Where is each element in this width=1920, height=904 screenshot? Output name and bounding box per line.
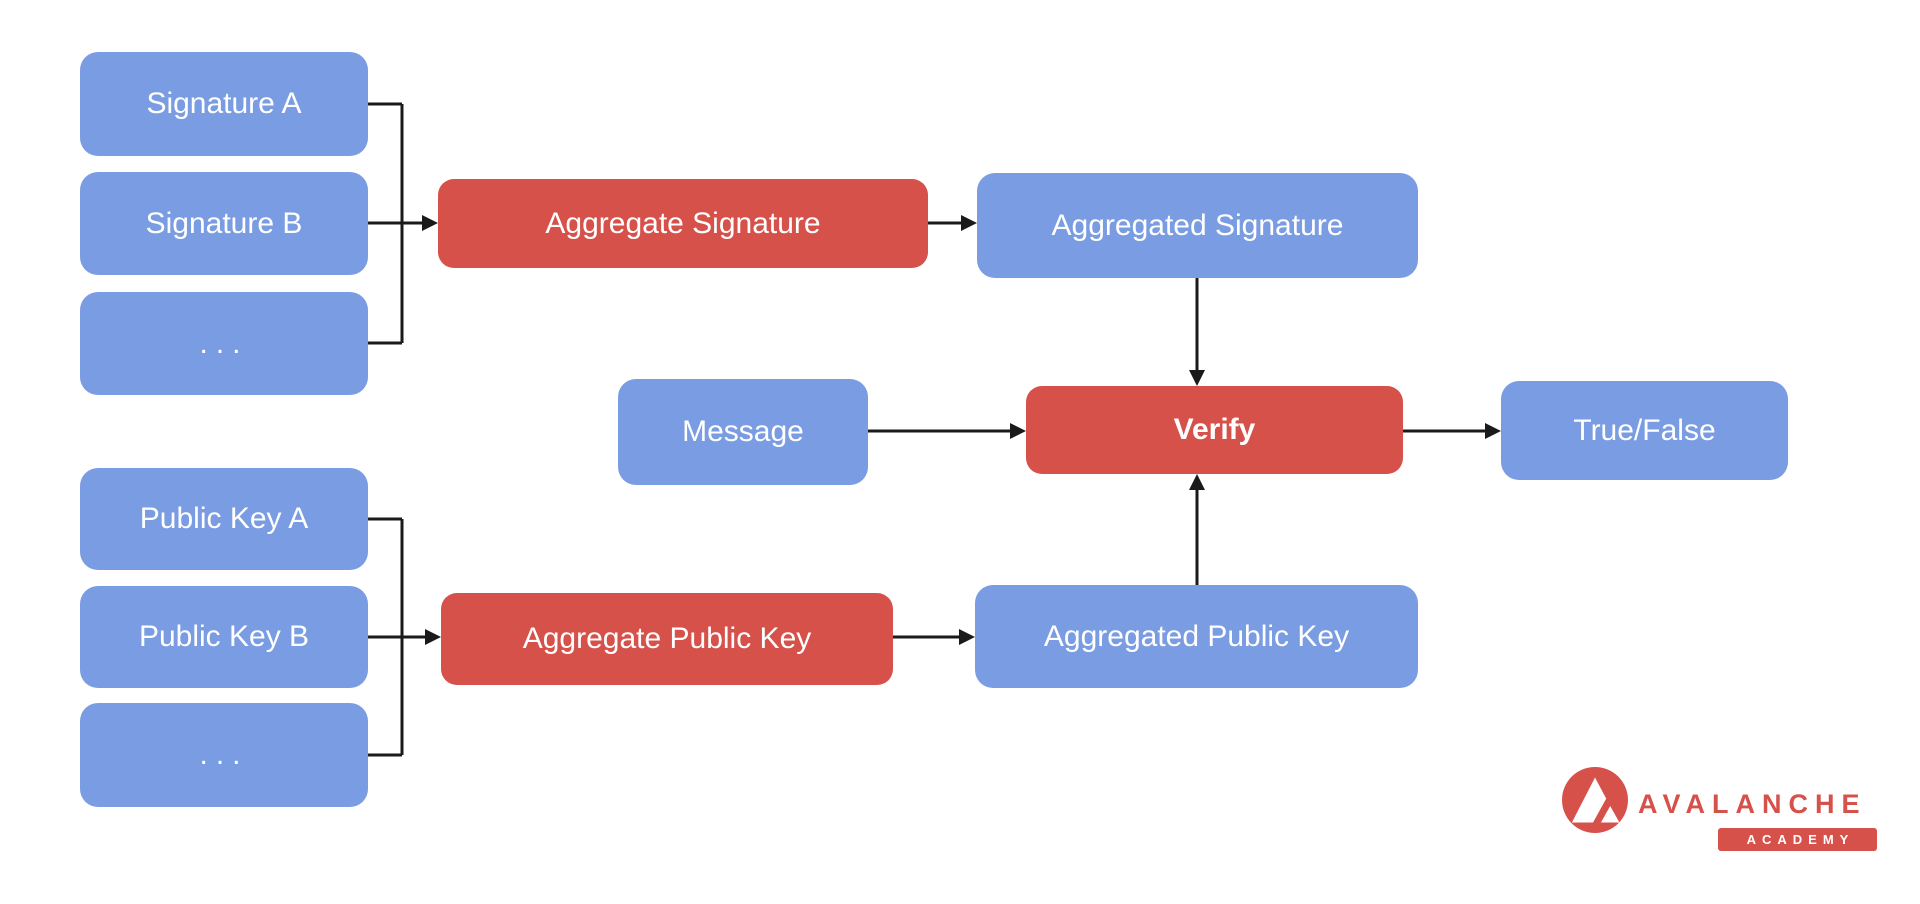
edge-aggregate-publickey-to-aggregated-publickey	[893, 629, 975, 645]
node-public-key-b-label: Public Key B	[138, 620, 310, 653]
node-signature-b-label: Signature B	[145, 206, 303, 240]
node-message: Message	[618, 379, 868, 485]
node-signature-b: Signature B	[80, 172, 368, 275]
node-signature-a-label: Signature A	[146, 87, 302, 120]
node-signature-a: Signature A	[80, 52, 368, 156]
node-true-false: True/False	[1501, 381, 1788, 480]
node-aggregated-signature-label: Aggregated Signature	[1051, 208, 1344, 242]
node-signature-ellipsis-label: ...	[199, 326, 249, 360]
avalanche-academy-logo: AVALANCHE ACADEMY	[1562, 767, 1880, 851]
node-aggregate-signature: Aggregate Signature	[438, 179, 928, 268]
node-aggregate-public-key-label: Aggregate Public Key	[522, 622, 812, 655]
edge-verify-to-truefalse	[1403, 423, 1501, 439]
node-verify: Verify	[1026, 386, 1403, 474]
node-public-key-a-label: Public Key A	[139, 502, 309, 535]
node-aggregate-signature-label: Aggregate Signature	[545, 206, 821, 240]
node-verify-label: Verify	[1173, 413, 1256, 446]
node-signature-ellipsis: ...	[80, 292, 368, 395]
node-aggregated-signature: Aggregated Signature	[977, 173, 1418, 278]
node-public-key-ellipsis: ...	[80, 703, 368, 807]
node-aggregated-public-key-label: Aggregated Public Key	[1043, 619, 1350, 653]
edge-aggregated-publickey-to-verify	[1189, 474, 1205, 585]
edge-aggregated-signature-to-verify	[1189, 278, 1205, 386]
brand-badge: ACADEMY	[1718, 828, 1877, 851]
avalanche-logo-icon	[1562, 767, 1628, 833]
node-true-false-label: True/False	[1573, 413, 1716, 447]
node-public-key-b: Public Key B	[80, 586, 368, 688]
brand-wordmark: AVALANCHE	[1638, 789, 1867, 819]
edge-message-to-verify	[868, 423, 1026, 439]
node-public-key-ellipsis-label: ...	[199, 738, 249, 771]
edge-publickeys-to-aggregate-publickey	[368, 517, 441, 757]
node-aggregate-public-key: Aggregate Public Key	[441, 593, 893, 685]
edge-aggregate-signature-to-aggregated-signature	[928, 215, 977, 231]
edge-signatures-to-aggregate-signature	[368, 102, 438, 345]
brand-badge-label: ACADEMY	[1746, 832, 1855, 847]
node-message-label: Message	[682, 415, 804, 448]
node-public-key-a: Public Key A	[80, 468, 368, 570]
node-aggregated-public-key: Aggregated Public Key	[975, 585, 1418, 688]
